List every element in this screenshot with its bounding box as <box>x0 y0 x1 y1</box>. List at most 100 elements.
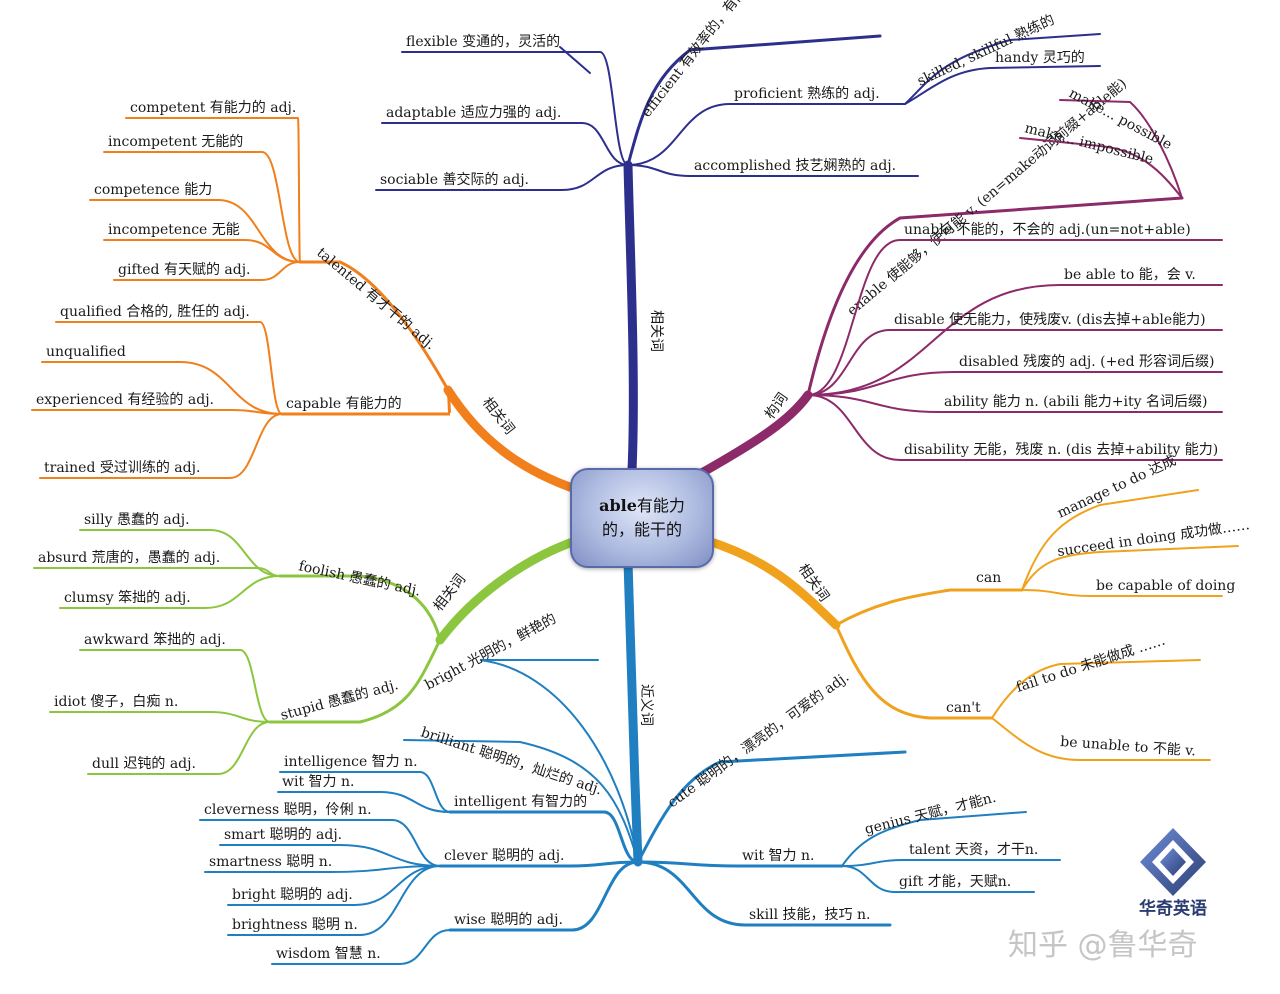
leaf-awkward-line <box>79 649 271 723</box>
leaf-awkward[interactable]: awkward 笨拙的 adj. <box>84 632 226 648</box>
genius-line <box>841 811 1027 867</box>
leaf-wit-right[interactable]: wit 智力 n. <box>742 848 814 864</box>
leaf-gift[interactable]: gift 才能，天赋n. <box>899 874 1011 890</box>
synonym-branch-label[interactable]: 近义词 <box>638 684 654 726</box>
leaf-flexible-line <box>401 51 629 166</box>
leaf-structure-1[interactable]: be able to 能，会 v. <box>1064 267 1196 283</box>
leaf-flexible[interactable]: flexible 变通的，灵活的 <box>406 34 560 50</box>
center-node[interactable]: able有能力 的，能干的 <box>570 468 714 568</box>
leaf-handy[interactable]: handy 灵巧的 <box>995 50 1085 66</box>
leaf-structure-0[interactable]: unable 不能的，不会的 adj.(un=not+able) <box>904 222 1191 238</box>
leaf-structure-2[interactable]: disable 使无能力，使残废v. (dis去掉+able能力) <box>894 311 1206 328</box>
leaf-clever-3[interactable]: bright 聪明的 adj. <box>232 887 353 903</box>
flex-tail <box>559 46 591 74</box>
leaf-skill[interactable]: skill 技能，技巧 n. <box>749 907 870 923</box>
leaf-structure-3[interactable]: disabled 残废的 adj. (+ed 形容词后缀) <box>959 353 1214 370</box>
efficient-line <box>626 34 882 167</box>
leaf-talented[interactable]: talented 有才干的 adj. <box>313 245 438 353</box>
brilliant-line <box>403 739 639 863</box>
leaf-wise-line <box>448 860 640 932</box>
leaf-manage[interactable]: manage to do 达成 <box>1055 453 1179 522</box>
leaf-unqualified-line <box>41 361 283 415</box>
leaf-qualified[interactable]: qualified 合格的, 胜任的 adj. <box>60 304 250 320</box>
cant-node[interactable]: can't <box>946 700 981 716</box>
leaf-talent[interactable]: talent 天资，才干n. <box>909 842 1038 858</box>
leaf-structure-0-line <box>807 239 1223 396</box>
leaf-clever-1[interactable]: smart 聪明的 adj. <box>224 827 342 843</box>
structure-trunk <box>693 390 813 480</box>
leaf-talented-0-line <box>125 117 301 263</box>
leaf-sociable[interactable]: sociable 善交际的 adj. <box>380 171 529 188</box>
leaf-wise[interactable]: wise 聪明的 adj. <box>454 912 563 928</box>
leaf-talented-2[interactable]: competence 能力 <box>94 182 212 198</box>
cant-line <box>834 623 994 720</box>
leaf-clever-0-line <box>199 819 441 867</box>
leaf-trained[interactable]: trained 受过训练的 adj. <box>44 460 200 476</box>
leaf-succeed[interactable]: succeed in doing 成功做…… <box>1056 517 1250 560</box>
leaf-adaptable[interactable]: adaptable 适应力强的 adj. <box>386 104 561 121</box>
leaf-silly[interactable]: silly 愚蠢的 adj. <box>84 512 190 528</box>
leaf-genius[interactable]: genius 天赋，才能n. <box>863 790 998 838</box>
synonym-trunk <box>623 557 643 867</box>
leaf-intelligent-line <box>448 810 640 864</box>
top-branch-label[interactable]: 相关词 <box>648 310 664 352</box>
cute-line <box>636 750 907 864</box>
leaf-clever-line <box>438 860 640 868</box>
skilled-line <box>904 33 1101 105</box>
leaf-stupid[interactable]: stupid 愚蠢的 adj. <box>279 677 400 724</box>
fail-line <box>991 659 1201 719</box>
leaf-capable[interactable]: capable 有能力的 <box>286 396 402 412</box>
leaf-bright[interactable]: bright 光明的，鲜艳的 <box>422 611 559 694</box>
leaf-talent-line <box>841 859 1061 867</box>
leaf-wit-left[interactable]: wit 智力 n. <box>282 774 354 790</box>
leaf-clever-4[interactable]: brightness 聪明 n. <box>232 917 358 933</box>
leaf-absurd[interactable]: absurd 荒唐的，愚蠢的 adj. <box>38 549 220 566</box>
leaf-talented-3-line <box>103 239 301 263</box>
center-word: able <box>599 496 637 515</box>
foolish-line <box>278 574 442 642</box>
leaf-efficient[interactable]: efficient 有效率的，有能力的 adj. <box>638 0 786 120</box>
related-left-top-trunk <box>443 385 583 495</box>
leaf-talented-4[interactable]: gifted 有天赋的 adj. <box>118 262 251 278</box>
leaf-brilliant[interactable]: brilliant 聪明的，灿烂的 adj. <box>419 725 604 799</box>
leaf-idiot[interactable]: idiot 傻子，白痴 n. <box>54 694 178 710</box>
leaf-structure-5-line <box>807 394 1223 461</box>
can-node[interactable]: can <box>976 570 1001 586</box>
leaf-accomplished[interactable]: accomplished 技艺娴熟的 adj. <box>694 158 896 174</box>
manage-line <box>1021 489 1199 591</box>
leaf-wit-left-line <box>277 791 451 813</box>
leaf-foolish[interactable]: foolish 愚蠢的 adj. <box>297 558 422 599</box>
leaf-clumsy[interactable]: clumsy 笨拙的 adj. <box>64 590 191 606</box>
leaf-talented-0[interactable]: competent 有能力的 adj. <box>130 100 296 116</box>
leaf-clever-0[interactable]: cleverness 聪明，伶俐 n. <box>204 802 372 818</box>
leaf-talented-4-line <box>113 261 301 281</box>
leaf-skill-line <box>636 860 892 927</box>
leaf-clever-2-line <box>204 865 441 873</box>
leaf-talented-1[interactable]: incompetent 无能的 <box>108 134 243 150</box>
bright-line <box>479 659 639 863</box>
top-trunk <box>623 160 638 475</box>
leaf-dull[interactable]: dull 迟钝的 adj. <box>92 756 196 772</box>
leaf-intelligent[interactable]: intelligent 有智力的 <box>454 794 587 810</box>
leaf-clumsy-line <box>59 575 281 609</box>
leaf-unqualified[interactable]: unqualified <box>46 344 126 360</box>
leaf-proficient[interactable]: proficient 熟练的 adj. <box>734 86 880 102</box>
leaf-structure-2-line <box>807 329 1223 396</box>
leaf-capable-of[interactable]: be capable of doing <box>1096 578 1235 594</box>
leaf-clever[interactable]: clever 聪明的 adj. <box>444 848 565 864</box>
leaf-cute[interactable]: cute 聪明的，漂亮的，可爱的 adj. <box>664 668 852 811</box>
leaf-clever-3-line <box>227 865 441 906</box>
leaf-experienced[interactable]: experienced 有经验的 adj. <box>36 392 214 408</box>
leaf-clever-2[interactable]: smartness 聪明 n. <box>209 854 332 870</box>
leaf-talented-3[interactable]: incompetence 无能 <box>108 222 240 238</box>
can-line <box>834 588 1024 627</box>
leaf-structure-4[interactable]: ability 能力 n. (abili 能力+ity 名词后缀) <box>944 394 1207 410</box>
leaf-fail[interactable]: fail to do 未能做成 …… <box>1014 632 1167 695</box>
talented-line <box>298 260 450 392</box>
leaf-intelligence[interactable]: intelligence 智力 n. <box>284 754 418 770</box>
leaf-unable-to[interactable]: be unable to 不能 v. <box>1060 734 1197 759</box>
leaf-structure-5[interactable]: disability 无能，残废 n. (dis 去掉+ability 能力) <box>904 442 1218 458</box>
leaf-wisdom[interactable]: wisdom 智慧 n. <box>276 946 381 962</box>
